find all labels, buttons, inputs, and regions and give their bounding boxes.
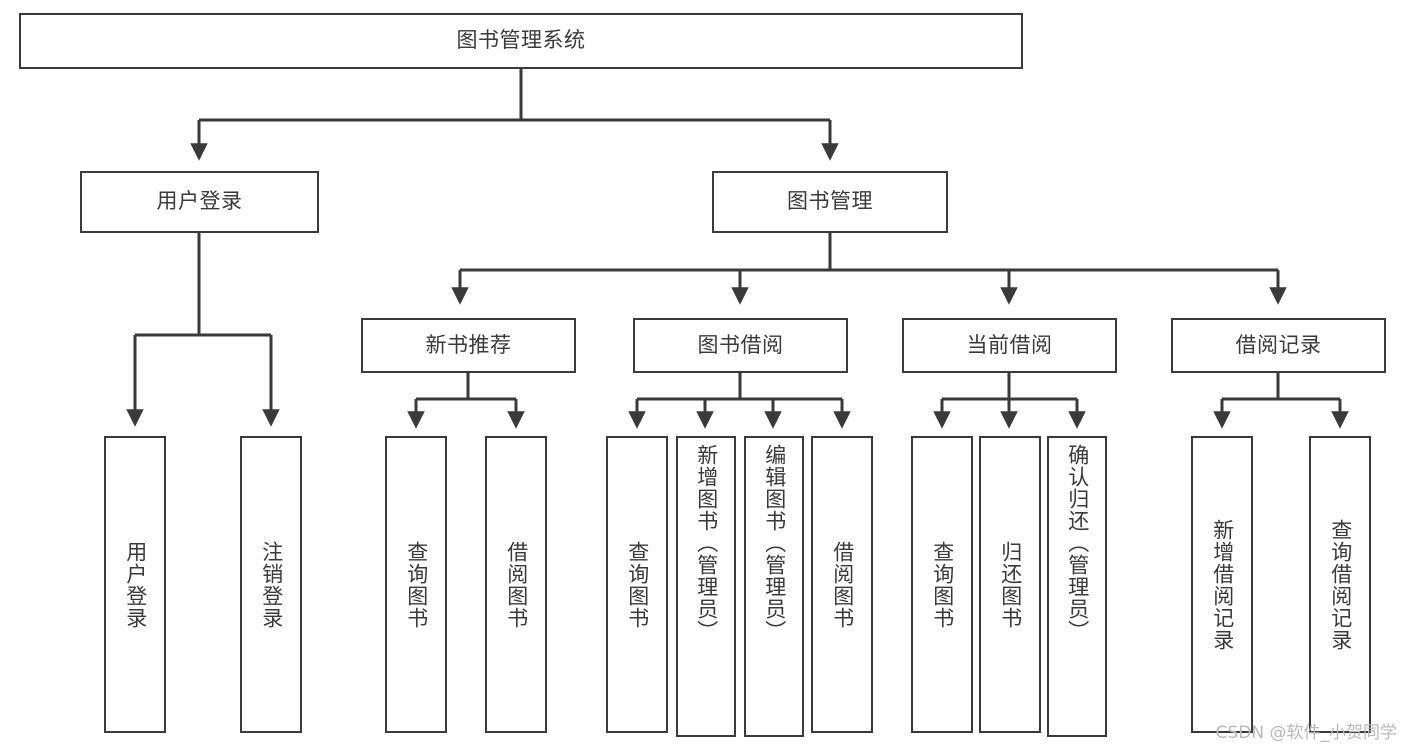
node-root[interactable]: 图书管理系统 bbox=[19, 13, 1023, 69]
watermark-text: CSDN @软件_小贺同学 bbox=[1215, 723, 1397, 743]
node-leaf-user-login[interactable]: 用户登录 bbox=[104, 436, 166, 733]
node-leaf-query-book-1-label: 查询图书 bbox=[404, 540, 429, 629]
node-root-label: 图书管理系统 bbox=[456, 28, 586, 53]
node-leaf-edit-book-admin[interactable]: 编辑图书（管理员） bbox=[744, 436, 804, 737]
node-book-manage-label: 图书管理 bbox=[787, 189, 873, 214]
node-leaf-add-borrow-record[interactable]: 新增借阅记录 bbox=[1191, 436, 1253, 733]
node-new-book-recommend-label: 新书推荐 bbox=[425, 332, 512, 357]
node-book-manage[interactable]: 图书管理 bbox=[712, 171, 948, 233]
node-leaf-query-book-2-label: 查询图书 bbox=[625, 540, 650, 629]
node-leaf-confirm-return-admin[interactable]: 确认归还（管理员） bbox=[1047, 436, 1107, 737]
node-leaf-add-borrow-record-label: 新增借阅记录 bbox=[1210, 518, 1235, 651]
node-user-login-label: 用户登录 bbox=[156, 189, 243, 214]
node-new-book-recommend[interactable]: 新书推荐 bbox=[361, 318, 576, 373]
node-leaf-logout[interactable]: 注销登录 bbox=[240, 436, 302, 733]
node-leaf-add-book-admin-label: 新增图书（管理员） bbox=[694, 444, 719, 642]
node-book-borrow-label: 图书借阅 bbox=[697, 332, 784, 357]
node-leaf-borrow-book-2[interactable]: 借阅图书 bbox=[811, 436, 873, 733]
node-leaf-user-login-label: 用户登录 bbox=[123, 540, 148, 629]
node-borrow-record-label: 借阅记录 bbox=[1235, 332, 1322, 357]
node-leaf-query-book-3[interactable]: 查询图书 bbox=[911, 436, 973, 733]
node-leaf-logout-label: 注销登录 bbox=[259, 540, 284, 629]
node-leaf-query-book-1[interactable]: 查询图书 bbox=[385, 436, 447, 733]
node-leaf-return-book[interactable]: 归还图书 bbox=[979, 436, 1041, 733]
node-leaf-borrow-book-2-label: 借阅图书 bbox=[830, 540, 855, 629]
node-leaf-query-book-2[interactable]: 查询图书 bbox=[606, 436, 668, 733]
node-leaf-return-book-label: 归还图书 bbox=[998, 540, 1023, 629]
node-leaf-query-borrow-record[interactable]: 查询借阅记录 bbox=[1309, 436, 1371, 733]
node-leaf-query-book-3-label: 查询图书 bbox=[930, 540, 955, 629]
node-current-borrow-label: 当前借阅 bbox=[966, 332, 1053, 357]
node-borrow-record[interactable]: 借阅记录 bbox=[1171, 318, 1386, 373]
node-leaf-edit-book-admin-label: 编辑图书（管理员） bbox=[762, 444, 787, 642]
node-leaf-borrow-book-1[interactable]: 借阅图书 bbox=[485, 436, 547, 733]
node-leaf-confirm-return-admin-label: 确认归还（管理员） bbox=[1065, 444, 1090, 642]
node-leaf-borrow-book-1-label: 借阅图书 bbox=[504, 540, 529, 629]
node-leaf-query-borrow-record-label: 查询借阅记录 bbox=[1328, 518, 1353, 651]
node-leaf-add-book-admin[interactable]: 新增图书（管理员） bbox=[676, 436, 736, 737]
node-book-borrow[interactable]: 图书借阅 bbox=[633, 318, 848, 373]
node-user-login[interactable]: 用户登录 bbox=[80, 171, 319, 233]
node-current-borrow[interactable]: 当前借阅 bbox=[902, 318, 1117, 373]
